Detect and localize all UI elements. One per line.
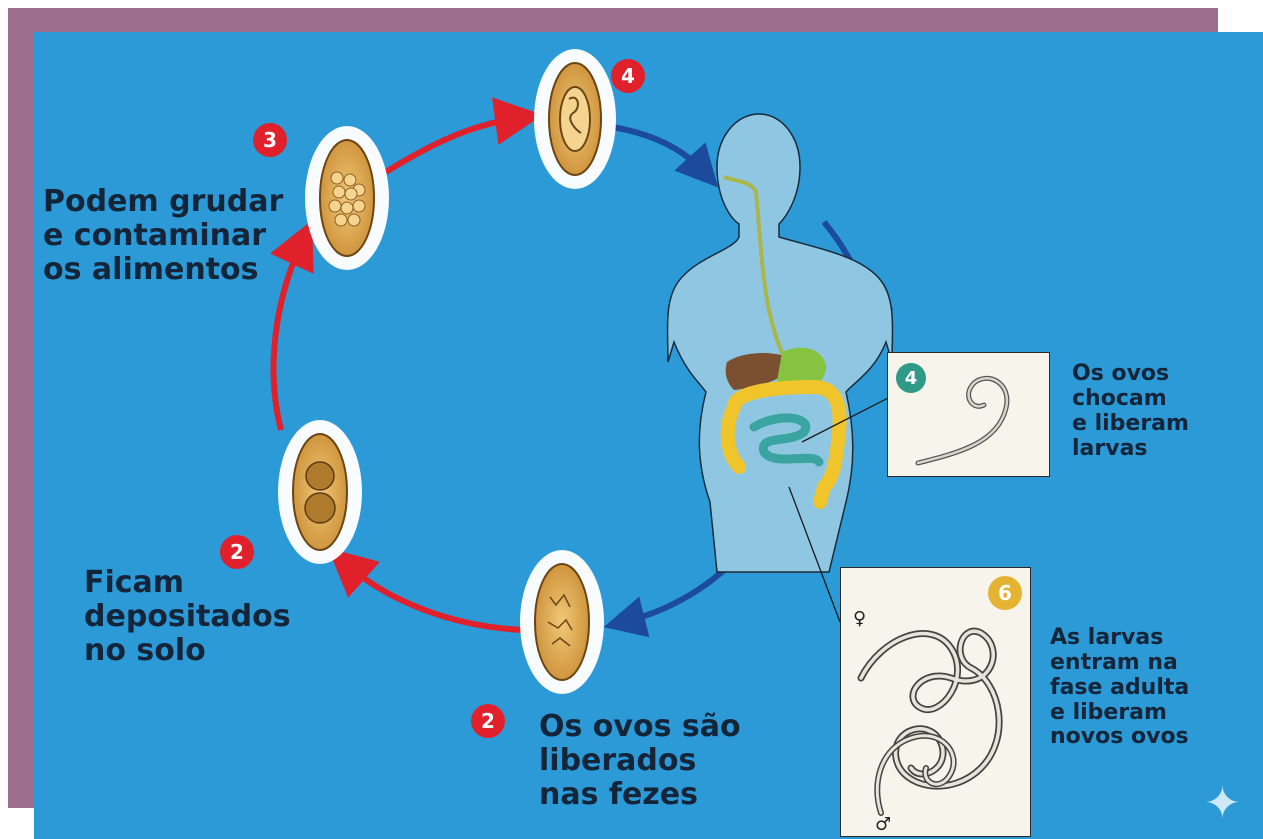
arrow-egg-to-mouth bbox=[612, 127, 704, 172]
adult-worm-inset: 6 ♀ ♂ bbox=[840, 567, 1031, 837]
sparkle-icon: ✦ bbox=[1204, 782, 1241, 826]
step-badge-left-bottom: 2 bbox=[220, 535, 254, 569]
diagram-panel: 4 3 2 2 Podem grudar e contaminar os ali… bbox=[34, 32, 1263, 839]
larva-illustration bbox=[888, 353, 1049, 476]
egg-left-top bbox=[305, 126, 389, 270]
step-badge-bottom: 2 bbox=[471, 704, 505, 738]
arrow-bottom-to-left bbox=[346, 564, 524, 630]
label-ovos-chocam: Os ovos chocam e liberam larvas bbox=[1072, 362, 1189, 461]
label-ficam-depositados: Ficam depositados no solo bbox=[84, 566, 291, 668]
step-badge-top: 4 bbox=[611, 59, 645, 93]
egg-top bbox=[534, 49, 616, 189]
adult-worms-illustration bbox=[841, 568, 1030, 836]
step-badge-left-top: 3 bbox=[253, 123, 287, 157]
label-larvas-adulta: As larvas entram na fase adulta e libera… bbox=[1050, 626, 1189, 750]
egg-bottom bbox=[520, 550, 604, 694]
egg-left-bottom bbox=[278, 420, 362, 564]
larva-inset: 4 bbox=[887, 352, 1050, 477]
arrow-left-to-top bbox=[386, 118, 519, 172]
label-podem-grudar: Podem grudar e contaminar os alimentos bbox=[43, 185, 283, 287]
label-ovos-liberados: Os ovos são liberados nas fezes bbox=[539, 710, 741, 812]
